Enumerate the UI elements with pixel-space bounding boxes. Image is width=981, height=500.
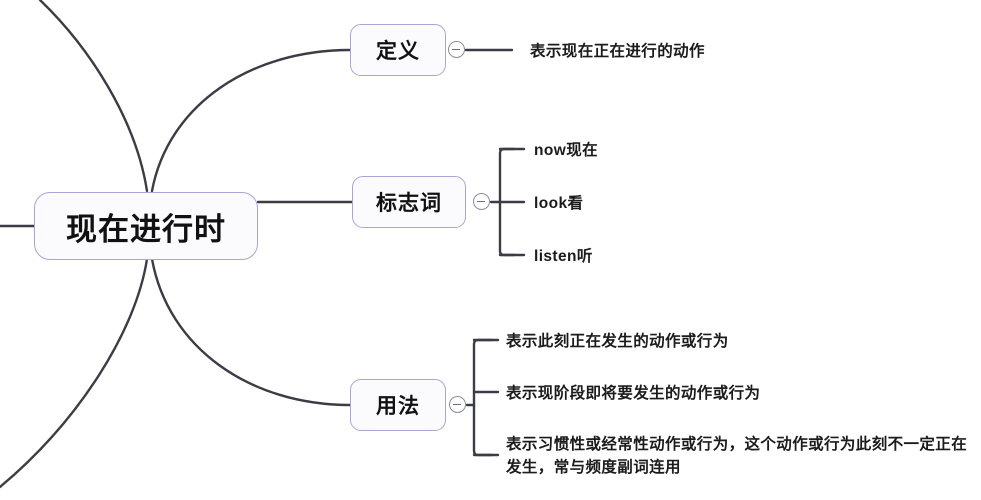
- collapse-toggle-usage[interactable]: [449, 396, 466, 413]
- leaf-definition-1[interactable]: 表示现在正在进行的动作: [530, 43, 705, 60]
- connector-root-to-usage: [150, 257, 352, 407]
- leaf-signal-3[interactable]: listen听: [534, 248, 593, 265]
- leaf-usage-3[interactable]: 表示习惯性或经常性动作或行为，这个动作或行为此刻不一定正在发生，常与频度副词连用: [506, 436, 968, 476]
- connector-arc-upper-left: [38, 0, 149, 193]
- connector-signal-bracket: [498, 147, 516, 257]
- leaf-signal-1[interactable]: now现在: [534, 142, 598, 159]
- connector-root-to-definition: [150, 48, 352, 193]
- connector-arc-lower-left: [0, 257, 149, 489]
- leaf-signal-2[interactable]: look看: [534, 195, 584, 212]
- leaf-usage-2[interactable]: 表示现阶段即将要发生的动作或行为: [506, 385, 761, 402]
- branch-node-usage-label: 用法: [376, 395, 420, 418]
- branch-node-definition-label: 定义: [376, 40, 420, 63]
- collapse-toggle-definition[interactable]: [448, 41, 465, 58]
- root-node[interactable]: 现在进行时: [34, 192, 258, 260]
- leaf-usage-1[interactable]: 表示此刻正在发生的动作或行为: [506, 333, 729, 350]
- branch-node-definition[interactable]: 定义: [350, 24, 446, 76]
- branch-node-signal-words[interactable]: 标志词: [352, 176, 466, 228]
- branch-node-usage[interactable]: 用法: [350, 379, 446, 431]
- branch-node-signal-words-label: 标志词: [376, 192, 442, 215]
- connector-usage-bracket: [472, 338, 494, 457]
- root-node-label: 现在进行时: [66, 211, 226, 247]
- collapse-toggle-signal-words[interactable]: [473, 193, 490, 210]
